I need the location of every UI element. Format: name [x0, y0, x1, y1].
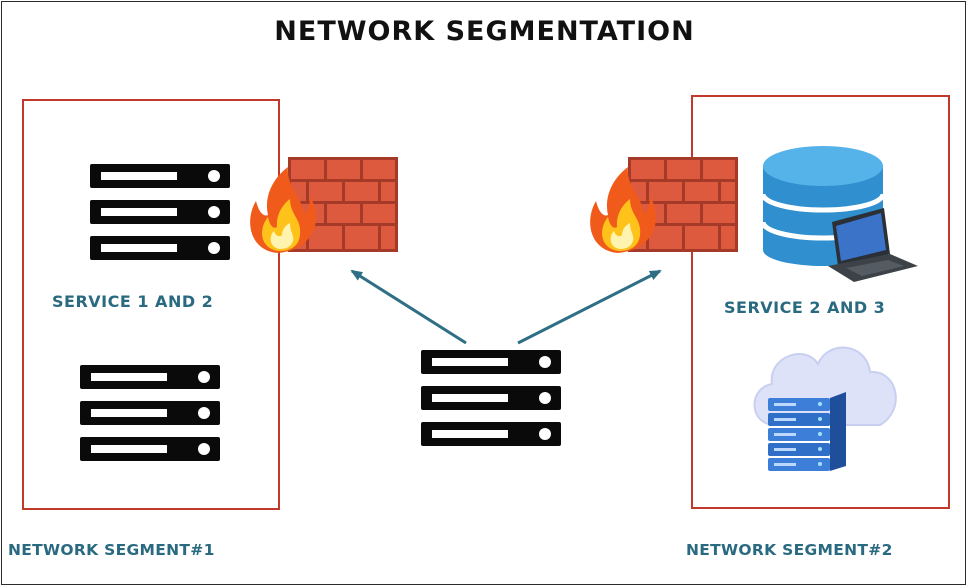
network-segment-2-label: NETWORK SEGMENT#2 — [686, 541, 893, 559]
network-segment-1-label: NETWORK SEGMENT#1 — [8, 541, 215, 559]
server-rack-icon — [90, 164, 230, 260]
server-rack-icon — [421, 350, 561, 446]
laptop-icon — [828, 208, 918, 282]
network-segment-2-box — [691, 95, 950, 509]
firewall-icon — [590, 157, 738, 253]
segment-2-service-label: SERVICE 2 AND 3 — [724, 298, 886, 317]
segment-1-service-label: SERVICE 1 AND 2 — [52, 292, 214, 311]
firewall-icon — [250, 157, 398, 253]
network-segment-1-box — [22, 99, 280, 510]
cloud-server-icon — [753, 346, 897, 471]
database-icon — [760, 146, 886, 266]
diagram-title: NETWORK SEGMENTATION — [274, 16, 695, 47]
arrow-to-firewall-2 — [517, 269, 662, 345]
arrow-to-firewall-1 — [350, 269, 467, 345]
server-rack-icon — [80, 365, 220, 461]
